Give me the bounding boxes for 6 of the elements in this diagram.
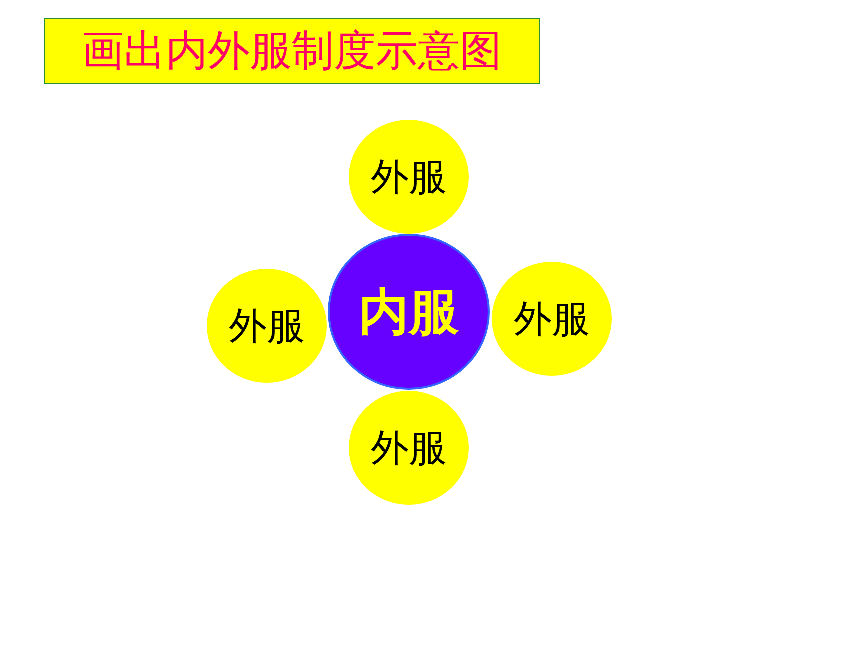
title-banner: 画出内外服制度示意图 [44,18,540,84]
outer-circle: 外服 [349,391,469,505]
outer-circle: 外服 [207,269,327,383]
center-circle: 内服 [328,234,490,390]
outer-circle: 外服 [349,120,469,234]
outer-circle: 外服 [492,262,612,376]
